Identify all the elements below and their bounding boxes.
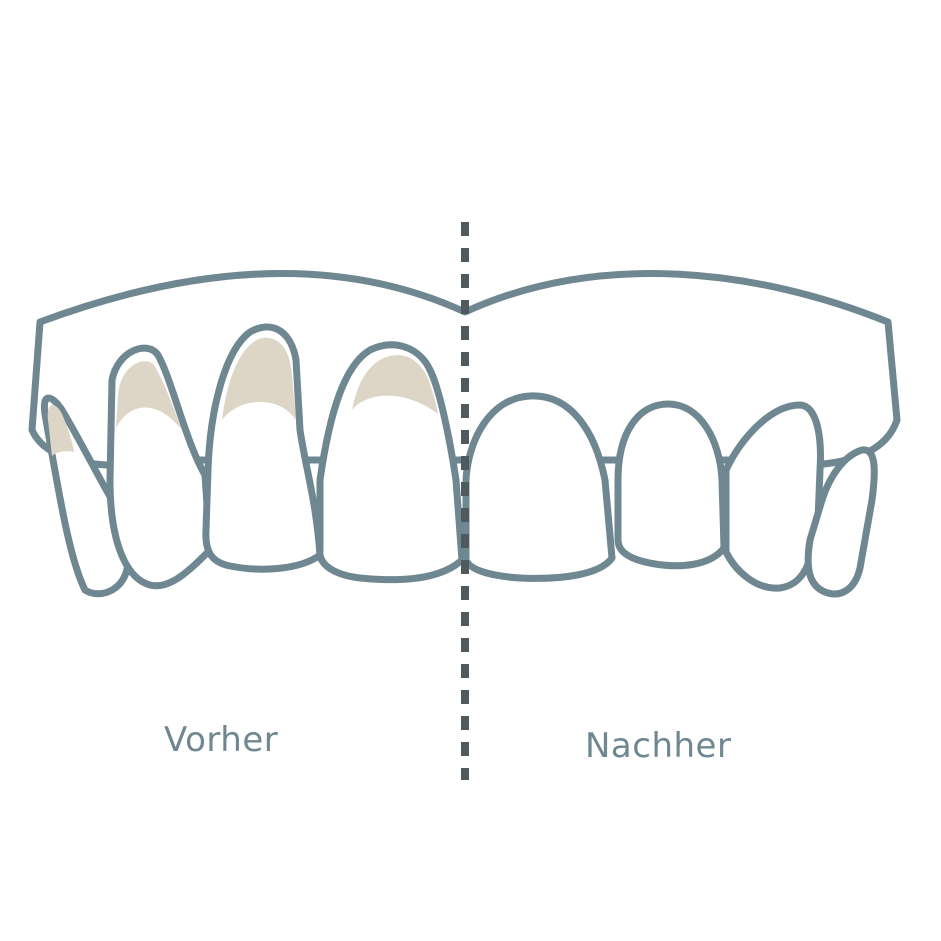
tooth-after-2 [614, 400, 728, 570]
label-before: Vorher [164, 720, 279, 760]
recession-area [222, 337, 296, 420]
tooth-after-1 [462, 392, 616, 582]
tooth-after-3 [722, 401, 824, 592]
recession-area [352, 355, 438, 414]
recession-area [47, 404, 74, 456]
tooth-after-4 [804, 446, 878, 598]
tooth-before-4 [316, 341, 466, 584]
tooth-before-3 [202, 323, 324, 573]
recession-area [116, 361, 182, 430]
label-after: Nachher [585, 726, 732, 766]
